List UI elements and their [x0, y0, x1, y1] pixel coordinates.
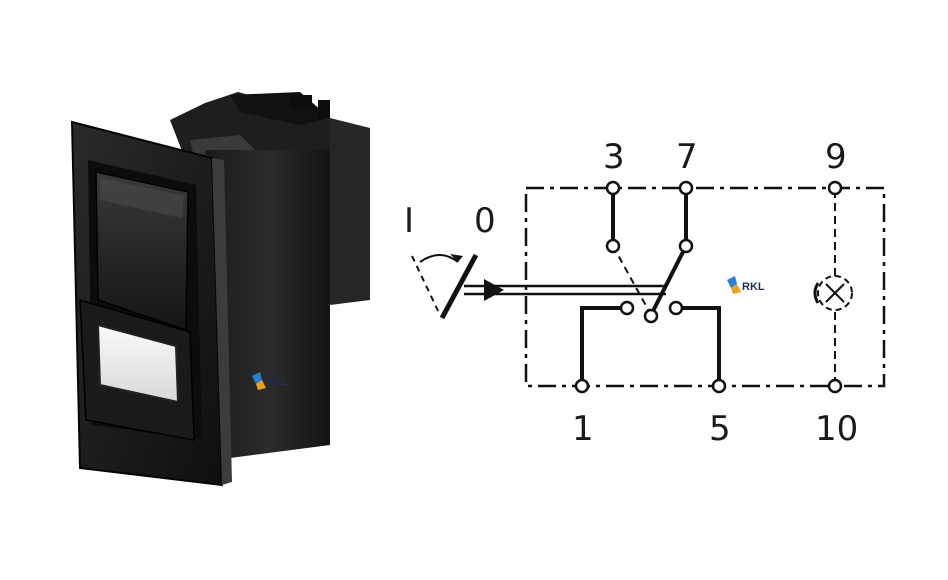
rkl-logo-icon: [252, 372, 262, 384]
diagram-labels: 3 7 9 1 5 10 I 0: [404, 137, 858, 449]
terminal-10-node: [827, 378, 843, 394]
terminal-9-node: [827, 180, 843, 196]
contact-blade-active: [650, 245, 688, 314]
label-terminal-5: 5: [709, 409, 731, 449]
contact-node: [619, 300, 635, 316]
wire-terminal-5: [676, 306, 721, 384]
rocker-motion-arc: [419, 254, 459, 263]
label-terminal-1: 1: [572, 409, 594, 449]
rkl-watermark-text: RKL: [266, 376, 289, 388]
rkl-watermark-diagram: RKL: [727, 276, 765, 294]
rocker-lever: [439, 253, 479, 320]
pivot-node: [643, 308, 659, 324]
switch-indicator-lens: [96, 323, 180, 404]
label-position-off: 0: [474, 201, 496, 241]
rkl-logo-icon: [731, 284, 741, 294]
contact-node: [668, 300, 684, 316]
rkl-watermark-photo: RKL: [252, 372, 289, 390]
rocker-lever-dashed: [411, 255, 441, 316]
indicator-lamp-symbol: [813, 275, 853, 311]
label-terminal-7: 7: [676, 137, 698, 177]
switch-terminal-tab: [318, 100, 330, 118]
rocker-switch-photo: RKL: [70, 92, 370, 487]
switch-rocker-highlight: [100, 178, 184, 218]
label-terminal-3: 3: [603, 137, 625, 177]
wire-terminal-1: [580, 306, 627, 384]
terminal-7-node: [678, 180, 694, 196]
switch-body: [205, 150, 330, 460]
rkl-watermark-text: RKL: [742, 281, 765, 293]
contact-node: [678, 238, 694, 254]
rocker-motion-arrow: [450, 254, 463, 262]
wiring-diagram: [411, 180, 886, 394]
switch-terminal-tab: [290, 95, 312, 109]
label-terminal-10: 10: [815, 409, 858, 449]
actuator-arrow: [484, 279, 504, 301]
rkl-logo-icon: [256, 380, 266, 390]
rkl-logo-icon: [727, 276, 737, 288]
terminal-5-node: [711, 378, 727, 394]
contact-node: [605, 238, 621, 254]
switch-housing-side: [330, 118, 370, 305]
terminal-3-node: [605, 180, 621, 196]
contact-blade-dashed: [612, 245, 651, 314]
label-position-on: I: [404, 201, 414, 241]
terminal-1-node: [574, 378, 590, 394]
label-terminal-9: 9: [825, 137, 847, 177]
switch-bezel-edge: [212, 158, 232, 485]
